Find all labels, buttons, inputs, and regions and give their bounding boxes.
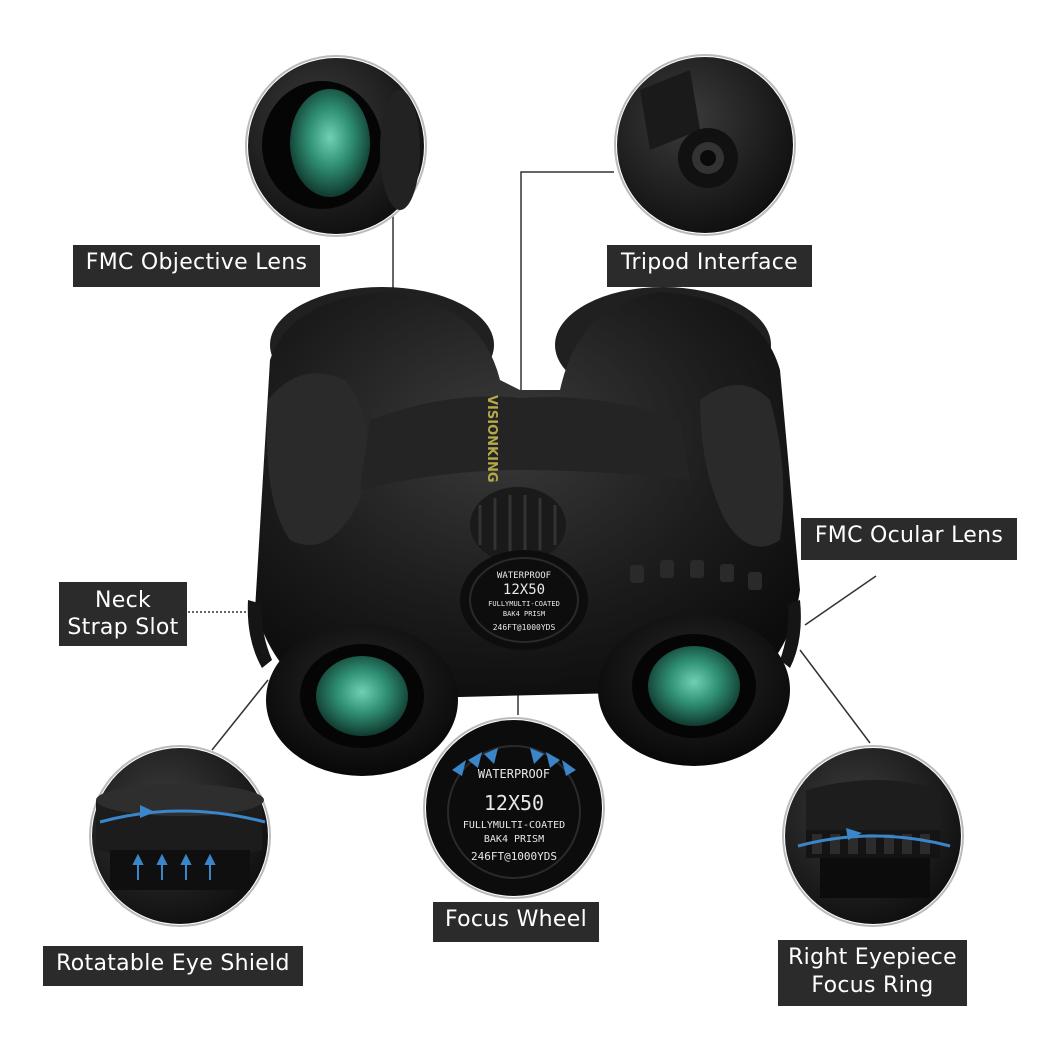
magnification-text: 12X50 xyxy=(503,582,545,598)
eyepiece-focus-ring-detail xyxy=(782,745,964,927)
right-ocular-lens xyxy=(648,646,740,726)
rotation-arrows xyxy=(452,748,576,776)
svg-text:FULLYMULTI-COATED: FULLYMULTI-COATED xyxy=(463,820,565,831)
coating-text: FULLYMULTI-COATED xyxy=(488,600,560,608)
label-right-eyepiece-focus-ring: Right Eyepiece Focus Ring xyxy=(778,940,967,1006)
tripod-interface-detail xyxy=(614,54,796,236)
svg-text:BAK4 PRISM: BAK4 PRISM xyxy=(484,834,544,845)
svg-text:12X50: 12X50 xyxy=(484,791,544,815)
objective-lens-glass xyxy=(290,89,370,197)
objective-lens-detail xyxy=(245,55,427,237)
focus-wheel-detail: WATERPROOF 12X50 FULLYMULTI-COATED BAK4 … xyxy=(423,717,605,899)
binocular-body: VISIONKING xyxy=(247,287,801,776)
neck-strap-slot xyxy=(247,600,272,668)
label-focus-wheel: Focus Wheel xyxy=(433,902,599,942)
eye-shield-detail xyxy=(89,745,271,927)
fov-text: 246FT@1000YDS xyxy=(493,623,556,632)
svg-text:246FT@1000YDS: 246FT@1000YDS xyxy=(471,850,557,863)
brand-logo: VISIONKING xyxy=(484,395,499,483)
label-fmc-objective-lens: FMC Objective Lens xyxy=(73,245,320,287)
svg-text:WATERPROOF: WATERPROOF xyxy=(478,767,550,781)
label-tripod-interface: Tripod Interface xyxy=(607,245,812,287)
label-rotatable-eye-shield: Rotatable Eye Shield xyxy=(43,946,303,986)
label-neck-strap-slot: Neck Strap Slot xyxy=(59,582,187,646)
label-fmc-ocular-lens: FMC Ocular Lens xyxy=(801,518,1017,560)
focus-wheel xyxy=(460,550,588,650)
left-ocular-lens xyxy=(316,656,408,736)
prism-text: BAK4 PRISM xyxy=(503,610,545,618)
up-arrows-icon xyxy=(132,853,216,880)
tripod-screw-hole xyxy=(700,150,716,166)
waterproof-text: WATERPROOF xyxy=(497,571,551,581)
